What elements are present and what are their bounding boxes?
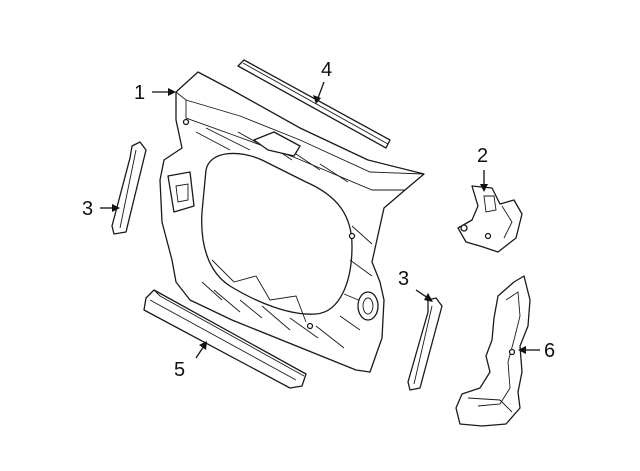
upper-seal-strip: [237, 59, 391, 149]
air-guide-panel: [455, 275, 531, 427]
callout-4: 4: [321, 59, 332, 81]
lower-seal-strip: [143, 289, 307, 389]
callout-3-left: 3: [82, 198, 93, 220]
callout-6: 6: [544, 340, 555, 362]
callout-2: 2: [477, 145, 488, 167]
callout-5: 5: [174, 359, 185, 381]
mounting-bracket: [457, 185, 523, 253]
side-seal-right: [407, 297, 443, 391]
side-seal-left: [111, 141, 147, 235]
radiator-support-panel: [159, 71, 425, 373]
callout-labels: 1 2 3 3 4 5 6: [82, 59, 555, 381]
callout-1: 1: [134, 82, 145, 104]
leader-lines: [100, 81, 540, 359]
callout-3-right: 3: [398, 268, 409, 290]
